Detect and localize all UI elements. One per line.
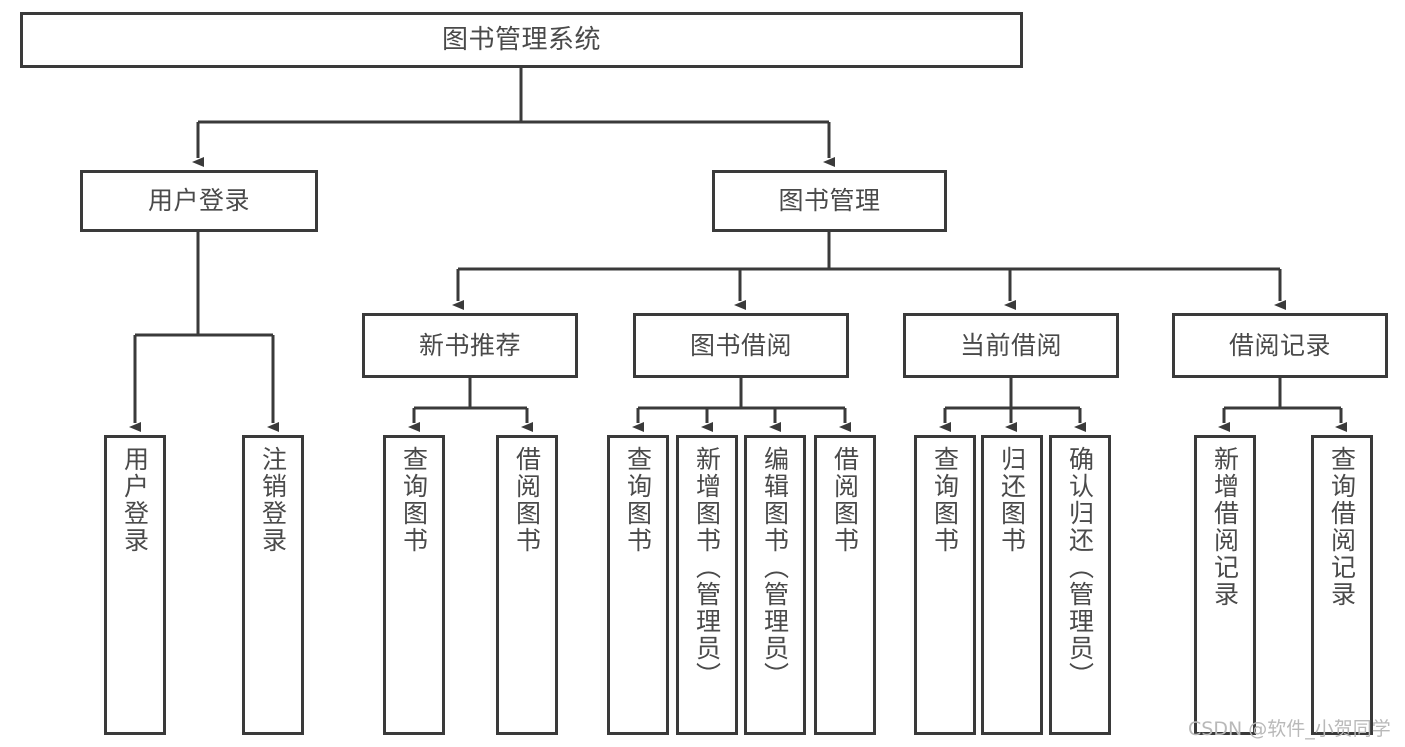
leaf-query-book-borrow[interactable]: 查询图书 [607,435,669,735]
leaf-user-login[interactable]: 用户登录 [104,435,166,735]
leaf-add-book-admin[interactable]: 新增图书（管理员） [676,435,738,735]
node-label: 图书借阅 [689,330,792,360]
node-label: 图书管理 [778,186,881,216]
leaf-query-book-current[interactable]: 查询图书 [914,435,976,735]
node-label: 新增借阅记录 [1210,446,1240,608]
node-label: 借阅记录 [1228,330,1331,360]
node-label: 当前借阅 [959,330,1062,360]
node-current-borrow[interactable]: 当前借阅 [903,313,1119,378]
node-label: 借阅图书 [830,446,860,554]
leaf-borrow-book-recommend[interactable]: 借阅图书 [496,435,558,735]
leaf-query-borrow-record[interactable]: 查询借阅记录 [1311,435,1373,735]
node-label: 查询借阅记录 [1327,446,1357,608]
node-label: 查询图书 [930,446,960,554]
node-book-management[interactable]: 图书管理 [712,170,947,232]
leaf-edit-book-admin[interactable]: 编辑图书（管理员） [744,435,806,735]
node-label: 归还图书 [997,446,1027,554]
leaf-logout-login[interactable]: 注销登录 [242,435,304,735]
node-borrow-record[interactable]: 借阅记录 [1172,313,1388,378]
node-label: 用户登录 [147,186,250,216]
node-label: 确认归还（管理员） [1065,446,1095,689]
node-label: 注销登录 [258,446,288,554]
leaf-add-borrow-record[interactable]: 新增借阅记录 [1194,435,1256,735]
node-label: 新增图书（管理员） [692,446,722,689]
leaf-borrow-book[interactable]: 借阅图书 [814,435,876,735]
node-label: 图书管理系统 [441,24,601,55]
node-label: 查询图书 [623,446,653,554]
node-label: 新书推荐 [418,330,521,360]
node-label: 编辑图书（管理员） [760,446,790,689]
node-book-borrow[interactable]: 图书借阅 [633,313,849,378]
node-new-book-recommend[interactable]: 新书推荐 [362,313,578,378]
node-label: 查询图书 [399,446,429,554]
csdn-watermark: CSDN @软件_小贺同学 [1188,718,1391,740]
leaf-return-book[interactable]: 归还图书 [981,435,1043,735]
node-label: 借阅图书 [512,446,542,554]
node-root-system[interactable]: 图书管理系统 [20,12,1023,68]
leaf-confirm-return-admin[interactable]: 确认归还（管理员） [1049,435,1111,735]
leaf-query-book-recommend[interactable]: 查询图书 [383,435,445,735]
node-user-login[interactable]: 用户登录 [80,170,318,232]
node-label: 用户登录 [120,446,150,554]
